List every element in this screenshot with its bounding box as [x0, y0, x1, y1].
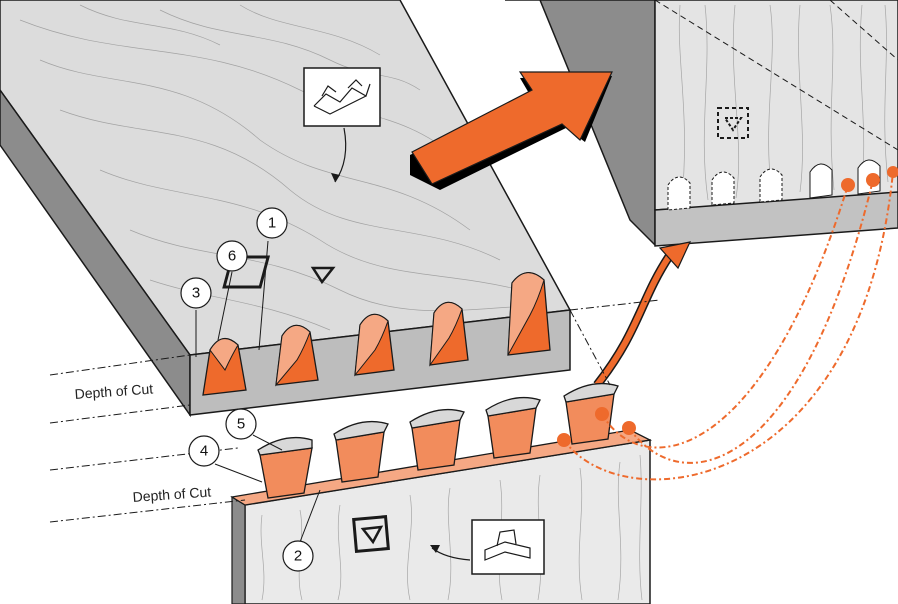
depth-of-cut-label-upper: Depth of Cut: [74, 381, 154, 402]
callout-4: 4: [189, 436, 262, 482]
curved-arrow: [597, 242, 690, 385]
svg-text:5: 5: [237, 416, 245, 433]
svg-text:6: 6: [228, 248, 236, 265]
pin-board-icon: [472, 520, 544, 574]
svg-text:4: 4: [200, 443, 208, 460]
tail-board: [0, 0, 570, 415]
depth-of-cut-label-lower: Depth of Cut: [132, 484, 212, 505]
svg-text:1: 1: [268, 215, 276, 232]
tail-board-icon: [304, 68, 380, 126]
svg-text:3: 3: [192, 285, 200, 302]
svg-text:2: 2: [294, 548, 302, 565]
